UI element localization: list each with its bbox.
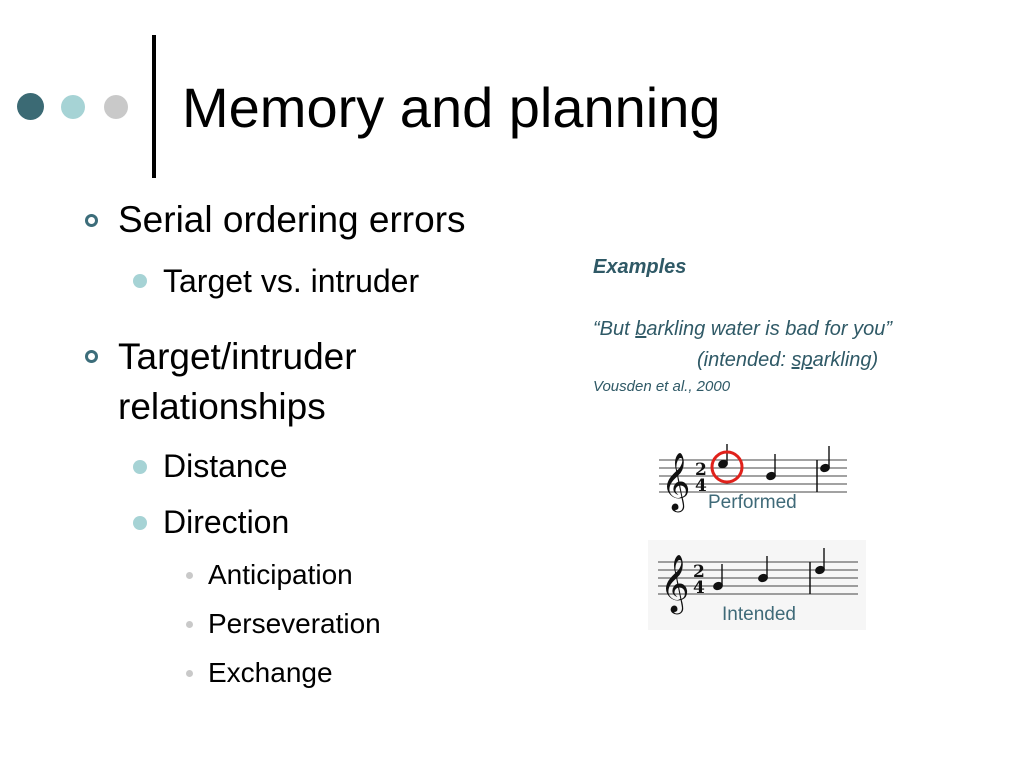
treble-clef-icon: 𝄞 — [660, 554, 690, 615]
note — [758, 556, 768, 583]
example-quote: “But barkling water is bad for you” — [593, 318, 892, 341]
bullet-marker — [85, 214, 98, 227]
examples-heading: Examples — [593, 256, 687, 278]
bullet-relationships-line2: relationships — [118, 386, 326, 427]
header-dot-light — [104, 95, 128, 119]
bullet-marker — [85, 350, 98, 363]
sub-sub-bullet-perseveration: Perseveration — [208, 608, 381, 639]
intended-staff: 𝄞 2 4 Intended — [648, 540, 866, 630]
sub-sub-bullet-marker — [186, 670, 193, 677]
sub-sub-bullet-marker — [186, 572, 193, 579]
title-divider — [152, 35, 156, 178]
treble-clef-icon: 𝄞 — [661, 452, 691, 513]
quote-underlined-letter: b — [635, 318, 647, 340]
header-dot-dark — [17, 93, 44, 120]
sub-bullet-marker — [133, 460, 147, 474]
staff-background — [648, 540, 866, 630]
sub-bullet-marker — [133, 516, 147, 530]
header-dot-mid — [61, 95, 85, 119]
sub-sub-bullet-exchange: Exchange — [208, 657, 333, 688]
note — [718, 444, 728, 469]
sub-bullet-distance: Distance — [163, 448, 288, 484]
sub-sub-bullet-marker — [186, 621, 193, 628]
performed-staff: 𝄞 2 4 Performed — [659, 444, 847, 513]
sub-bullet-direction: Direction — [163, 504, 290, 540]
sub-bullet-target-vs-intruder: Target vs. intruder — [163, 263, 420, 299]
performed-label: Performed — [708, 492, 797, 513]
example-intended: (intended: sparkling) — [697, 349, 878, 372]
intended-underlined-letters: sp — [791, 349, 813, 371]
note — [820, 446, 830, 473]
sub-sub-bullet-anticipation: Anticipation — [208, 559, 353, 590]
time-signature-bottom: 4 — [693, 578, 705, 598]
quote-open: “But — [593, 318, 636, 340]
error-highlight-circle — [710, 450, 744, 484]
bullet-serial-ordering: Serial ordering errors — [118, 199, 466, 240]
quote-rest: arkling water is bad for you” — [646, 318, 893, 340]
note — [713, 564, 723, 591]
time-signature-top: 2 — [695, 460, 707, 480]
time-signature-top: 2 — [693, 562, 705, 582]
example-citation: Vousden et al., 2000 — [593, 378, 731, 395]
intended-open: (intended: — [697, 349, 792, 371]
note — [766, 454, 776, 481]
note — [815, 548, 825, 575]
intended-rest: arkling) — [812, 349, 879, 371]
intended-label: Intended — [722, 604, 796, 625]
bullet-relationships-line1: Target/intruder — [118, 336, 357, 377]
sub-bullet-marker — [133, 274, 147, 288]
staff-lines — [659, 459, 847, 493]
slide-title: Memory and planning — [182, 76, 721, 139]
time-signature-bottom: 4 — [695, 476, 707, 496]
